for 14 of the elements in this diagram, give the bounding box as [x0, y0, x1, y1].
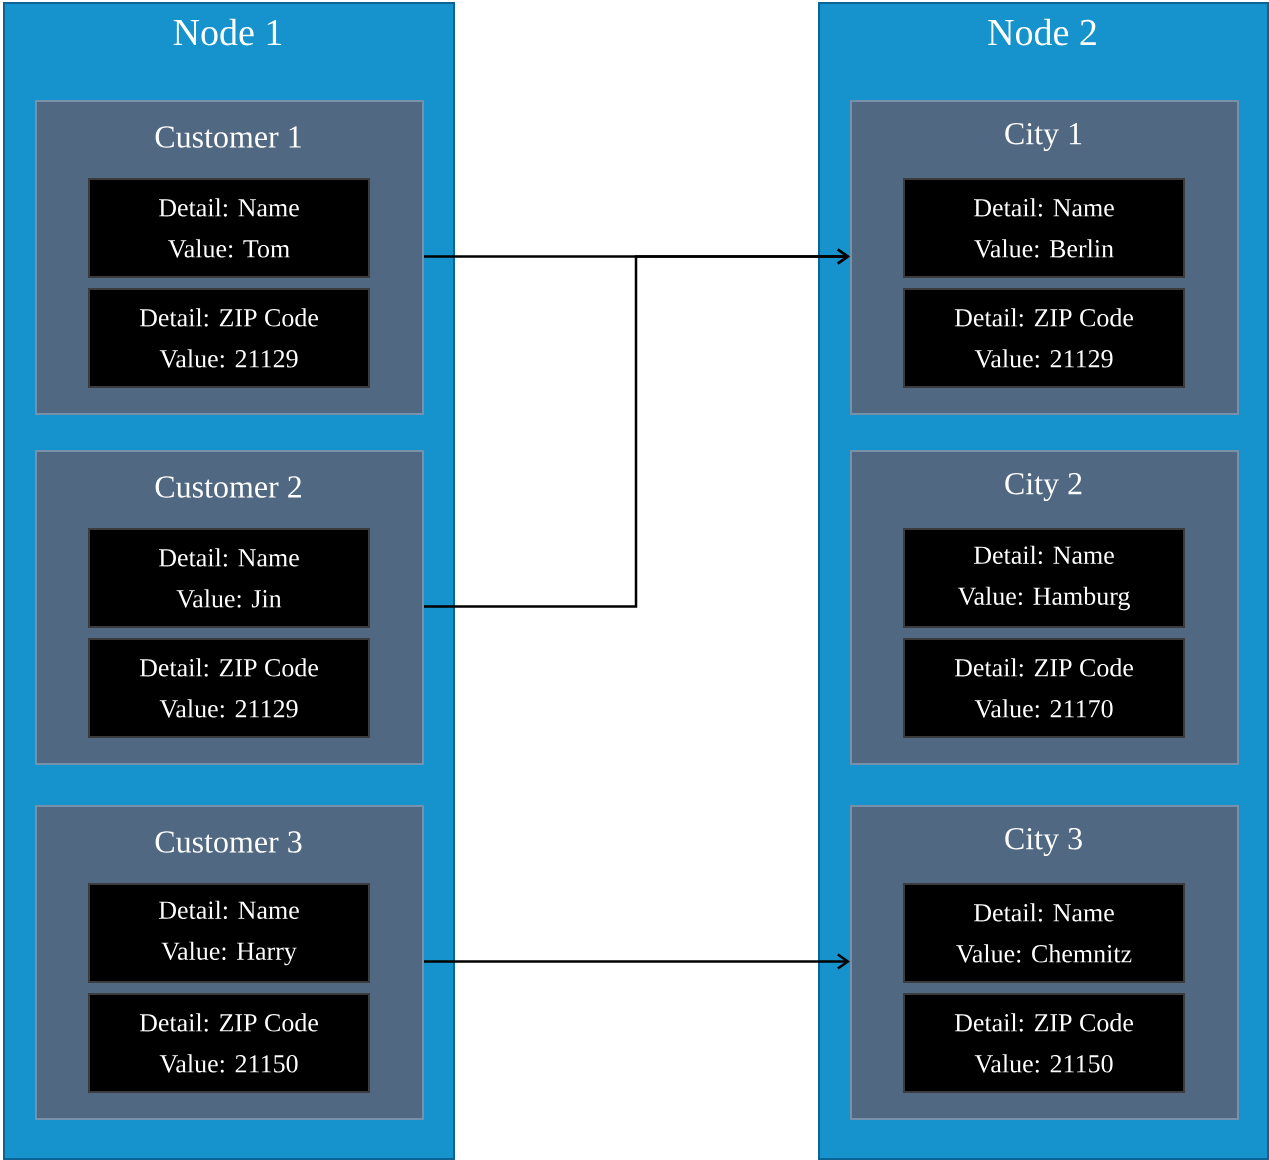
- field-box: Detail: Name Value: Harry: [88, 883, 370, 983]
- field-box: Detail: Name Value: Tom: [88, 178, 370, 278]
- field-box: Detail: ZIP Code Value: 21150: [88, 993, 370, 1093]
- field-box: Detail: Name Value: Hamburg: [903, 528, 1185, 628]
- field-box: Detail: Name Value: Berlin: [903, 178, 1185, 278]
- connector-arrow: [424, 953, 850, 970]
- field-box: Detail: ZIP Code Value: 21150: [903, 993, 1185, 1093]
- field-box: Detail: Name Value: Jin: [88, 528, 370, 628]
- field-box: Detail: ZIP Code Value: 21129: [88, 288, 370, 388]
- connector-arrow: [424, 248, 850, 608]
- field-box: Detail: ZIP Code Value: 21170: [903, 638, 1185, 738]
- field-box: Detail: ZIP Code Value: 21129: [88, 638, 370, 738]
- field-box: Detail: Name Value: Chemnitz: [903, 883, 1185, 983]
- field-box: Detail: ZIP Code Value: 21129: [903, 288, 1185, 388]
